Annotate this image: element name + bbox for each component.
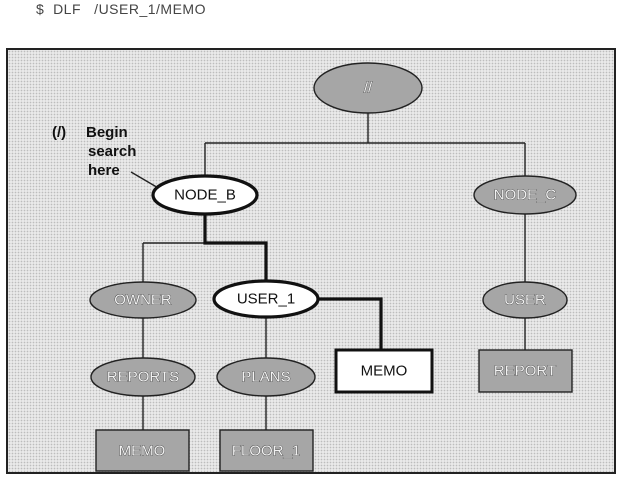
node-b-label: NODE_B <box>174 187 236 204</box>
node-report-label: REPORT <box>494 363 556 380</box>
node-memo: MEMO <box>95 429 190 472</box>
annotation-line-1: Begin <box>86 124 128 141</box>
node-memo-label: MEMO <box>119 443 166 460</box>
annotation-pointer <box>130 171 161 190</box>
path-user1-memo <box>318 297 383 350</box>
node-owner-label: OWNER <box>114 292 172 309</box>
node-memo-target-label: MEMO <box>361 363 408 380</box>
node-plans: PLANS <box>216 357 316 397</box>
node-reports-label: REPORTS <box>107 369 179 386</box>
node-c: NODE_C <box>473 175 577 215</box>
path-node-b-user1 <box>203 213 268 281</box>
node-user: USER <box>482 281 568 319</box>
node-memo-target: MEMO <box>334 348 434 394</box>
node-user-1-label: USER_1 <box>237 291 295 308</box>
node-user-1: USER_1 <box>212 279 320 319</box>
search-path <box>203 213 383 350</box>
node-root: // <box>313 62 423 114</box>
node-floor-1-label: FLOOR_1 <box>232 443 300 460</box>
node-root-label: // <box>364 80 373 97</box>
node-floor-1: FLOOR_1 <box>219 429 314 472</box>
node-owner: OWNER <box>89 281 197 319</box>
annotation-line-3: here <box>88 162 120 179</box>
node-report: REPORT <box>478 349 573 393</box>
tree-connectors <box>130 113 526 430</box>
command-line: $ DLF /USER_1/MEMO <box>36 1 206 17</box>
diagram-frame <box>6 48 616 474</box>
annotation-marker: (/) <box>52 124 67 141</box>
node-user-label: USER <box>504 292 546 309</box>
node-b: NODE_B <box>151 174 259 216</box>
node-plans-label: PLANS <box>241 369 290 386</box>
annotation-line-2: search <box>88 143 137 160</box>
node-reports: REPORTS <box>90 357 196 397</box>
node-c-label: NODE_C <box>494 187 557 204</box>
